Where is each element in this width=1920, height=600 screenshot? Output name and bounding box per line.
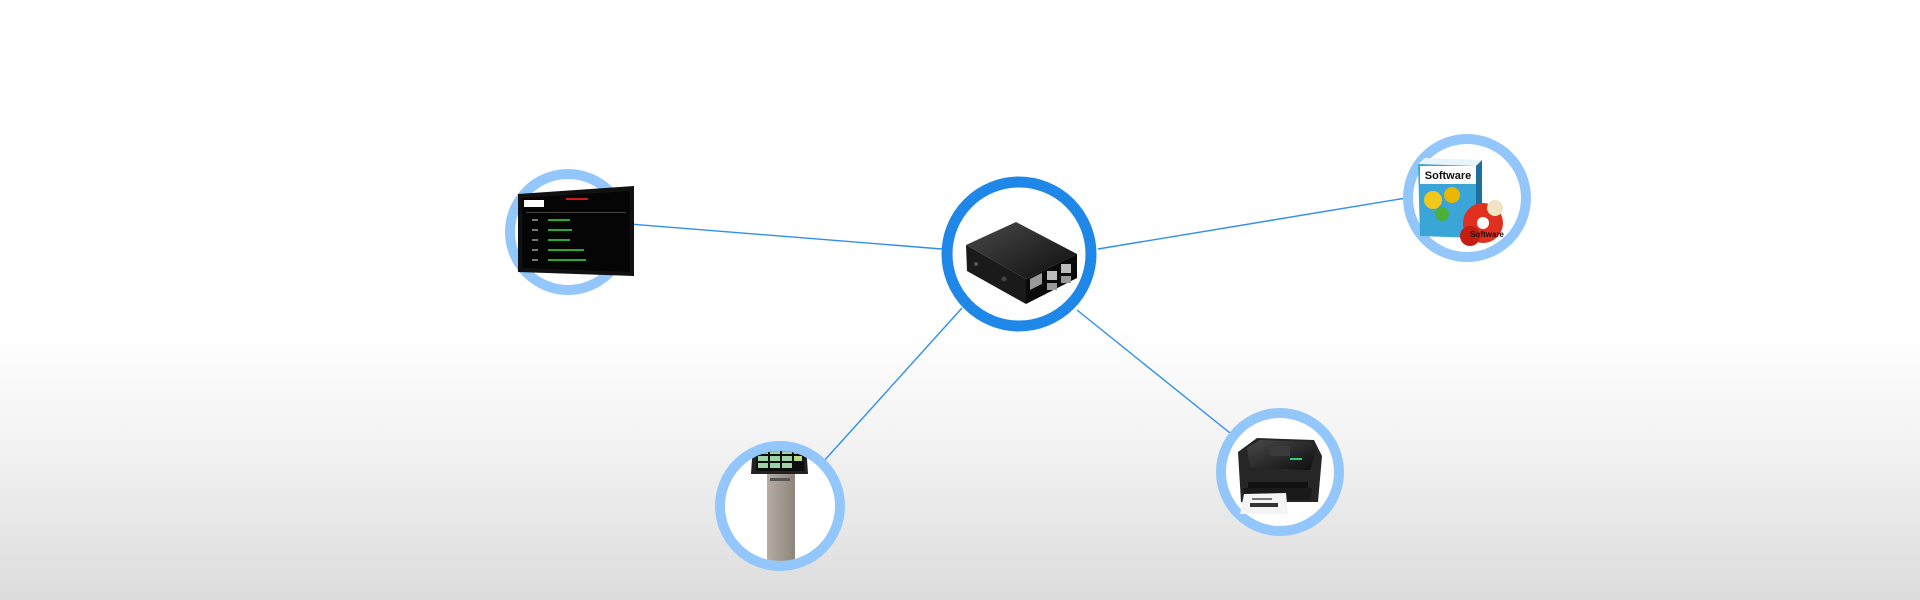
kiosk-node — [715, 441, 845, 571]
software-box-icon: Software Software — [1418, 158, 1504, 246]
queue-display-icon — [518, 186, 634, 276]
display-board-node — [505, 169, 634, 295]
connector-hub-printer — [1076, 309, 1231, 434]
software-disc-label: Software — [1470, 230, 1504, 239]
connector-hub-kiosk — [822, 307, 963, 463]
connectors — [629, 197, 1407, 463]
hub-node — [941, 176, 1097, 332]
thermal-printer-icon — [1238, 438, 1322, 514]
printer-node — [1216, 408, 1344, 536]
connector-hub-display — [629, 223, 943, 250]
software-box-label: Software — [1425, 170, 1471, 182]
software-node: Software Software — [1403, 134, 1531, 262]
connector-hub-software — [1097, 197, 1407, 250]
mini-pc-icon — [966, 222, 1077, 304]
